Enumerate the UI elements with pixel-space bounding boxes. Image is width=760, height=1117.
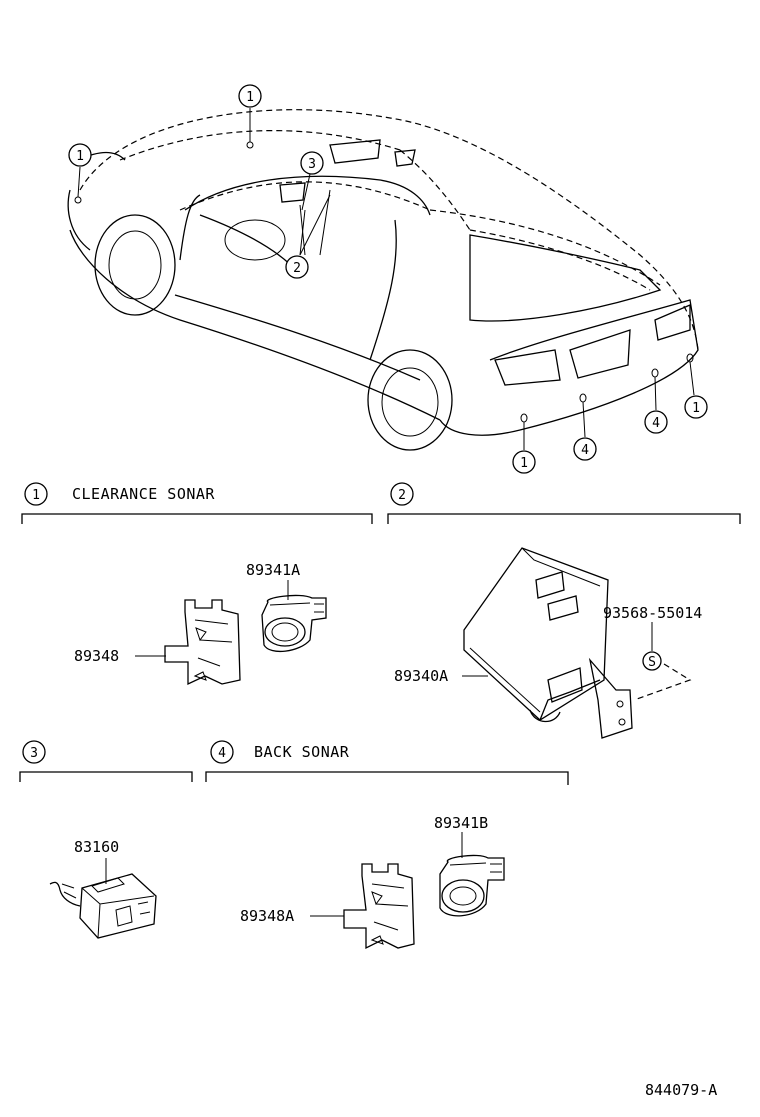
callout-2-label: 2 xyxy=(293,261,301,276)
screw-symbol: S xyxy=(642,651,662,671)
callout-3: 3 xyxy=(300,151,324,175)
callout-4a-label: 4 xyxy=(581,443,589,458)
callout-1a: 1 xyxy=(238,84,262,108)
part-89341B-sensor-illustration xyxy=(439,854,505,917)
callout-1b-label: 1 xyxy=(76,149,84,164)
section-3-bracket xyxy=(19,771,193,782)
part-89348-bracket-illustration xyxy=(164,599,241,686)
label-89348: 89348 xyxy=(74,647,119,665)
screw-location-leader xyxy=(633,663,692,701)
label-93568-55014: 93568-55014 xyxy=(603,604,702,622)
callout-1b: 1 xyxy=(68,143,92,167)
label-89340A: 89340A xyxy=(394,667,448,685)
section-4-header: 4 BACK SONAR xyxy=(205,740,569,785)
section-1-bracket xyxy=(21,513,373,524)
section-2-bracket xyxy=(387,513,741,524)
part-89341A-sensor-illustration xyxy=(261,594,327,653)
callout-3-label: 3 xyxy=(308,157,316,172)
label-89341A: 89341A xyxy=(246,561,300,579)
part-89348A-bracket-illustration xyxy=(343,863,415,950)
section-3-number: 3 xyxy=(30,746,38,761)
label-89348A: 89348A xyxy=(240,907,294,925)
callout-1d: 1 xyxy=(684,395,708,419)
section-4-bracket xyxy=(205,771,569,785)
section-1-number: 1 xyxy=(32,488,40,503)
section-4-number: 4 xyxy=(218,746,226,761)
car-overview-illustration xyxy=(67,109,699,451)
section-2-header: 2 xyxy=(387,482,741,524)
part-89340A-ecu-illustration xyxy=(463,547,633,739)
section-3-header: 3 xyxy=(19,740,193,782)
callout-1c-label: 1 xyxy=(520,456,528,471)
callout-4b-label: 4 xyxy=(652,416,660,431)
callout-1d-label: 1 xyxy=(692,401,700,416)
section-1-header: 1 CLEARANCE SONAR xyxy=(21,482,373,524)
callout-1a-label: 1 xyxy=(246,90,254,105)
section-2-number: 2 xyxy=(398,488,406,503)
callout-4b: 4 xyxy=(644,410,668,434)
callout-1c: 1 xyxy=(512,450,536,474)
callout-2: 2 xyxy=(285,255,309,279)
screw-symbol-label: S xyxy=(648,655,656,670)
section-1-title: CLEARANCE SONAR xyxy=(72,485,215,503)
part-83160-switch-illustration xyxy=(49,873,157,939)
section-4-title: BACK SONAR xyxy=(254,743,350,761)
callout-leaders xyxy=(77,108,695,450)
drawing-number: 844079-A xyxy=(645,1081,717,1099)
label-83160: 83160 xyxy=(74,838,119,856)
label-89341B: 89341B xyxy=(434,814,488,832)
callout-4a: 4 xyxy=(573,437,597,461)
